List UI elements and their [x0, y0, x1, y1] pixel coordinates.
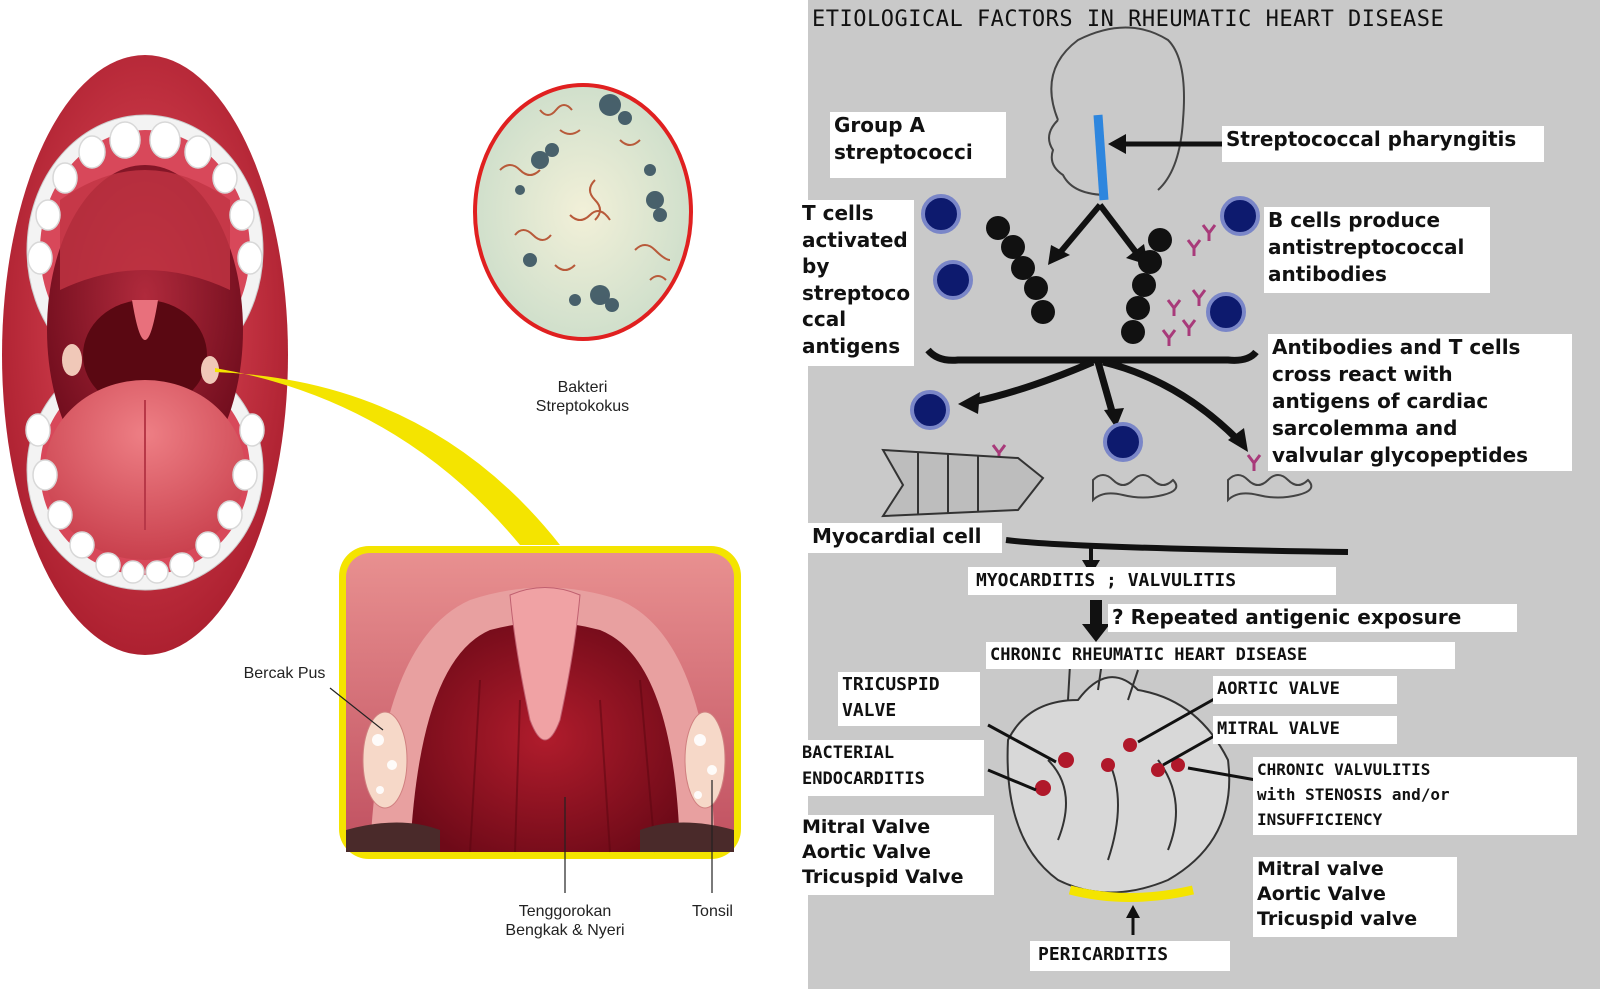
- myocardial-cell: [881, 448, 1045, 518]
- pharynx-highlight: [1093, 114, 1109, 201]
- tonsil-right: [201, 356, 219, 384]
- pericarditis-label: PERICARDITIS: [1030, 941, 1230, 971]
- pericardium-highlight: [1068, 885, 1195, 902]
- group-a-box: Group A streptococci: [830, 112, 1006, 178]
- bacterial-endocarditis-label: BACTERIAL ENDOCARDITIS: [798, 740, 984, 796]
- tonsil-left: [62, 344, 82, 376]
- tonsil-left-inset: [362, 711, 408, 809]
- streptococci-chains: [499, 104, 671, 281]
- mitral-valve-label: MITRAL VALVE: [1213, 716, 1397, 744]
- tonsillitis-illustration: [2, 55, 741, 893]
- valve-lesions: [1035, 738, 1185, 796]
- t-cells-box: T cells activated by streptoco ccal anti…: [798, 200, 914, 366]
- callout-beam: [215, 368, 560, 545]
- chronic-rhd-box: CHRONIC RHEUMATIC HEART DISEASE: [986, 642, 1455, 669]
- bacteria-clusters: [515, 94, 667, 312]
- valves-list-right: Mitral valve Aortic Valve Tricuspid valv…: [1253, 857, 1457, 937]
- title: ETIOLOGICAL FACTORS IN RHEUMATIC HEART D…: [812, 7, 1445, 32]
- uvula: [509, 587, 581, 741]
- tricuspid-label: TRICUSPID VALVE: [838, 672, 980, 726]
- tonsil-label: Tonsil: [692, 903, 733, 920]
- strep-chain-right: [1121, 228, 1172, 344]
- b-cells-box: B cells produce antistreptococcal antibo…: [1264, 207, 1490, 293]
- b-cells: [1206, 196, 1260, 332]
- aortic-valve-label: AORTIC VALVE: [1213, 676, 1397, 704]
- tonsil-right-inset: [684, 711, 726, 809]
- cross-react-box: Antibodies and T cells cross react with …: [1268, 334, 1572, 471]
- bacteria-micrograph: [473, 83, 693, 341]
- t-cells: [921, 194, 973, 300]
- repeated-exposure-box: ? Repeated antigenic exposure: [1108, 604, 1517, 632]
- valvular-tissue: [1092, 474, 1313, 503]
- pus-label: Bercak Pus: [243, 665, 326, 682]
- chronic-valvulitis-label: CHRONIC VALVULITIS with STENOSIS and/or …: [1253, 757, 1577, 835]
- rhd-etiology-panel: ETIOLOGICAL FACTORS IN RHEUMATIC HEART D…: [798, 0, 1600, 989]
- head-profile: [1050, 26, 1185, 191]
- pharyngitis-box: Streptococcal pharyngitis: [1222, 126, 1544, 162]
- merge-bar: [925, 347, 1259, 364]
- antibodies: [1161, 224, 1217, 346]
- bacteria-label: Bakteri Streptokokus: [535, 379, 630, 415]
- valves-list-left: Mitral Valve Aortic Valve Tricuspid Valv…: [798, 815, 994, 895]
- strep-chain-left: [986, 216, 1055, 324]
- t-cell-valve: [1103, 422, 1143, 462]
- t-cell-attack: [910, 390, 950, 430]
- heart-sketch: [1006, 654, 1231, 894]
- myocardial-cell-label: Myocardial cell: [808, 523, 1002, 553]
- throat-label: Tenggorokan Bengkak & Nyeri: [505, 903, 625, 939]
- myocarditis-box: MYOCARDITIS ; VALVULITIS: [968, 567, 1336, 595]
- rhd-flow-drawing: [881, 26, 1349, 935]
